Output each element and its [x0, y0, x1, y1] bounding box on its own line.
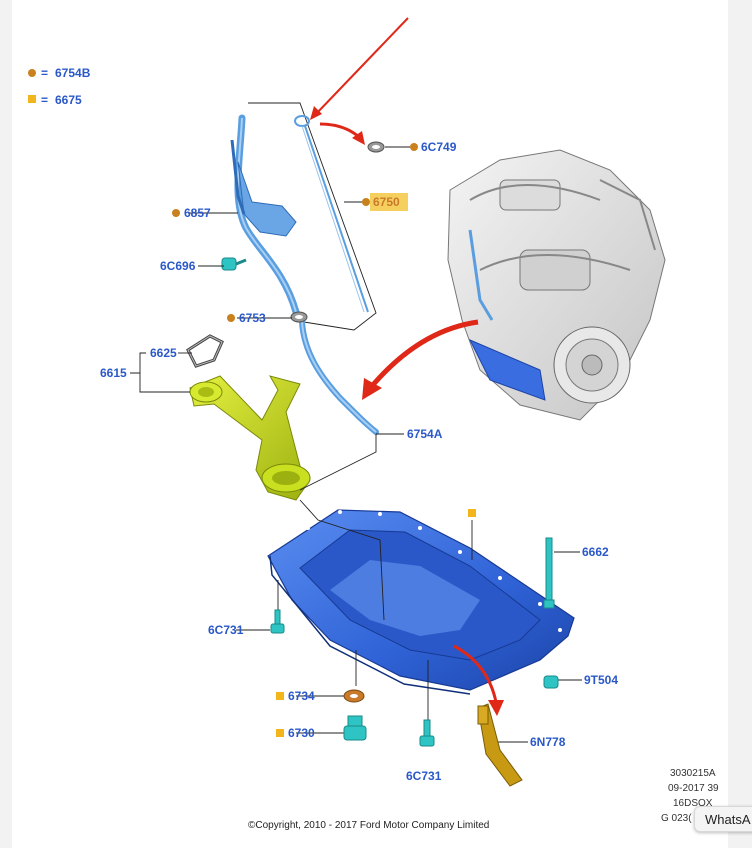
label-6730: 6730: [288, 726, 315, 740]
copyright-text: ©Copyright, 2010 - 2017 Ford Motor Compa…: [248, 820, 489, 831]
stud-6662: [543, 537, 555, 609]
dipstick-tube: [230, 114, 379, 435]
marker-6730: [276, 729, 284, 737]
bolt-6C731-left: [270, 609, 285, 634]
dipstick-bracket: [248, 102, 377, 331]
bolt-6C696: [221, 257, 247, 271]
legend-eq-1: =: [41, 66, 48, 80]
marker-6857: [172, 209, 180, 217]
red-pointer-arrow: [310, 17, 409, 120]
marker-6750: [362, 198, 370, 206]
label-6C731-bottom: 6C731: [406, 769, 442, 783]
meta-line-4: G 023(: [661, 813, 692, 824]
drain-plug-6730: [343, 715, 367, 741]
oil-pickup-6615: [189, 375, 311, 501]
highlight-6750: [370, 193, 408, 211]
nut-9T504: [543, 675, 559, 689]
gasket-6625: [186, 334, 224, 368]
red-arrow-drain: [453, 644, 504, 716]
bolt-6C731-bottom: [419, 719, 435, 747]
label-6734: 6734: [288, 689, 315, 703]
marker-6753: [227, 314, 235, 322]
meta-line-3: 16DSOX: [673, 798, 713, 809]
oil-pan-6675: [267, 509, 575, 695]
meta-line-2: 09-2017 39: [668, 783, 719, 794]
pan-flange-holes: [306, 510, 562, 632]
legend-code-6754B: 6754B: [55, 66, 91, 80]
label-6754A: 6754A: [407, 427, 443, 441]
oring-6C749: [367, 141, 385, 153]
dipstick: [294, 115, 369, 313]
legend-eq-2: =: [41, 93, 48, 107]
marker-6734: [276, 692, 284, 700]
marker-6C749: [410, 143, 418, 151]
red-arrow-engine: [362, 319, 479, 400]
label-6C696: 6C696: [160, 259, 196, 273]
label-6857: 6857: [184, 206, 211, 220]
legend: = 6754B = 6675: [28, 66, 91, 107]
callout-markers: [172, 143, 476, 737]
legend-code-6675: 6675: [55, 93, 82, 107]
legend-square-marker: [28, 95, 36, 103]
legend-circle-marker: [28, 69, 36, 77]
label-6615: 6615: [100, 366, 127, 380]
part-labels: 6C749 6750 6857 6C696 6753 6625 6615 675…: [100, 140, 618, 783]
drawing-metadata: 3030215A 09-2017 39 16DSOX G 023(: [661, 768, 719, 824]
label-6C731-left: 6C731: [208, 623, 244, 637]
washer-6734: [343, 689, 365, 703]
whatsapp-notification[interactable]: WhatsA: [694, 806, 752, 832]
engine-illustration: [447, 149, 666, 421]
label-6N778: 6N778: [530, 735, 566, 749]
label-6750: 6750: [373, 195, 400, 209]
meta-line-1: 3030215A: [670, 768, 716, 779]
label-6753: 6753: [239, 311, 266, 325]
marker-6675: [468, 509, 476, 517]
leader-lines: [130, 146, 582, 743]
curved-arrow-oring: [319, 122, 365, 145]
sensor-6N778: [477, 703, 523, 787]
label-9T504: 9T504: [584, 673, 618, 687]
label-6625: 6625: [150, 346, 177, 360]
label-6662: 6662: [582, 545, 609, 559]
label-6C749: 6C749: [421, 140, 457, 154]
